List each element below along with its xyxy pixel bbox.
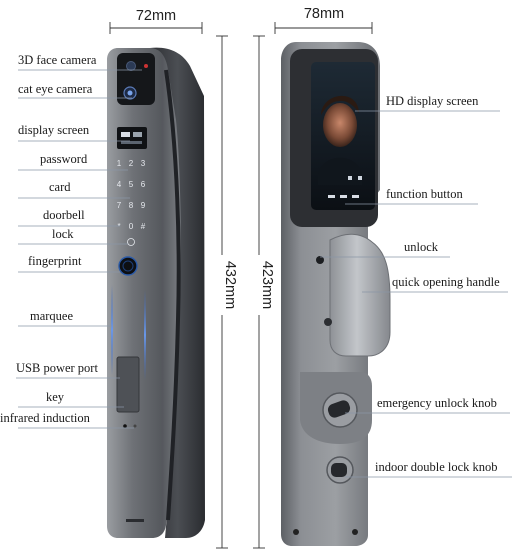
marquee-light-right bbox=[144, 290, 146, 380]
keypad-key[interactable]: 2 bbox=[129, 159, 134, 168]
keypad-key[interactable]: 6 bbox=[141, 180, 146, 189]
label-lock: lock bbox=[52, 227, 74, 241]
quick-opening-handle[interactable] bbox=[329, 233, 391, 357]
keypad: 1 2 3 4 5 6 7 8 9 * 0 # bbox=[117, 159, 146, 231]
label-fingerprint: fingerprint bbox=[28, 254, 82, 268]
label-cat-eye-camera: cat eye camera bbox=[18, 82, 93, 96]
label-unlock: unlock bbox=[404, 240, 439, 254]
keypad-key[interactable]: 8 bbox=[129, 201, 134, 210]
function-button[interactable] bbox=[340, 195, 347, 198]
keypad-key[interactable]: 5 bbox=[129, 180, 134, 189]
dimension-back-width: 78mm bbox=[274, 6, 373, 34]
label-face-camera: 3D face camera bbox=[18, 53, 97, 67]
unlock-button[interactable] bbox=[316, 256, 324, 264]
keypad-key[interactable]: 7 bbox=[117, 201, 122, 210]
keypad-key[interactable]: 3 bbox=[141, 159, 146, 168]
lock-icon[interactable] bbox=[127, 238, 135, 246]
keypad-key[interactable]: 1 bbox=[117, 159, 122, 168]
face-camera-module bbox=[117, 53, 155, 105]
function-button[interactable] bbox=[352, 195, 359, 198]
label-marquee: marquee bbox=[30, 309, 73, 323]
indicator-dot-icon bbox=[144, 64, 148, 68]
small-display-screen bbox=[117, 127, 147, 149]
keypad-key[interactable]: 0 bbox=[129, 222, 134, 231]
fingerprint-sensor[interactable] bbox=[118, 256, 138, 276]
keypad-key[interactable]: * bbox=[117, 222, 120, 231]
label-quick-handle: quick opening handle bbox=[392, 275, 500, 289]
keyhole-icon bbox=[123, 424, 127, 428]
dimension-front-height: 432mm bbox=[214, 35, 238, 549]
label-emergency-knob: emergency unlock knob bbox=[377, 396, 497, 410]
keypad-key[interactable]: # bbox=[141, 222, 146, 231]
label-display-screen: display screen bbox=[18, 123, 90, 137]
back-width-label: 78mm bbox=[304, 6, 344, 22]
label-usb-power-port: USB power port bbox=[16, 361, 98, 375]
label-function-button: function button bbox=[386, 187, 463, 201]
front-labels: 3D face camera cat eye camera display sc… bbox=[0, 53, 142, 429]
front-lock-body: 1 2 3 4 5 6 7 8 9 * 0 # bbox=[107, 47, 205, 538]
label-card: card bbox=[49, 180, 71, 194]
keypad-key[interactable]: 9 bbox=[141, 201, 146, 210]
label-password: password bbox=[40, 152, 88, 166]
infrared-sensor-icon bbox=[133, 424, 137, 428]
label-key: key bbox=[46, 390, 65, 404]
function-button[interactable] bbox=[328, 195, 335, 198]
keypad-key[interactable]: 4 bbox=[117, 180, 122, 189]
back-labels: HD display screen function button unlock… bbox=[320, 94, 512, 478]
camera-lens-icon bbox=[126, 61, 136, 71]
front-width-label: 72mm bbox=[136, 8, 176, 24]
function-buttons bbox=[328, 195, 359, 198]
label-doorbell: doorbell bbox=[43, 208, 85, 222]
usb-port-cover[interactable] bbox=[116, 356, 140, 413]
marquee-light-left bbox=[111, 285, 113, 375]
back-lock-body bbox=[281, 42, 391, 546]
dimension-back-height: 423mm bbox=[251, 35, 275, 549]
label-hd-display: HD display screen bbox=[386, 94, 479, 108]
label-infrared-induction: infrared induction bbox=[0, 411, 91, 425]
dimension-front-width: 72mm bbox=[109, 8, 203, 34]
portrait-image bbox=[318, 95, 362, 185]
front-height-label: 432mm bbox=[222, 261, 238, 309]
label-double-lock-knob: indoor double lock knob bbox=[375, 460, 498, 474]
back-height-label: 423mm bbox=[259, 261, 275, 309]
